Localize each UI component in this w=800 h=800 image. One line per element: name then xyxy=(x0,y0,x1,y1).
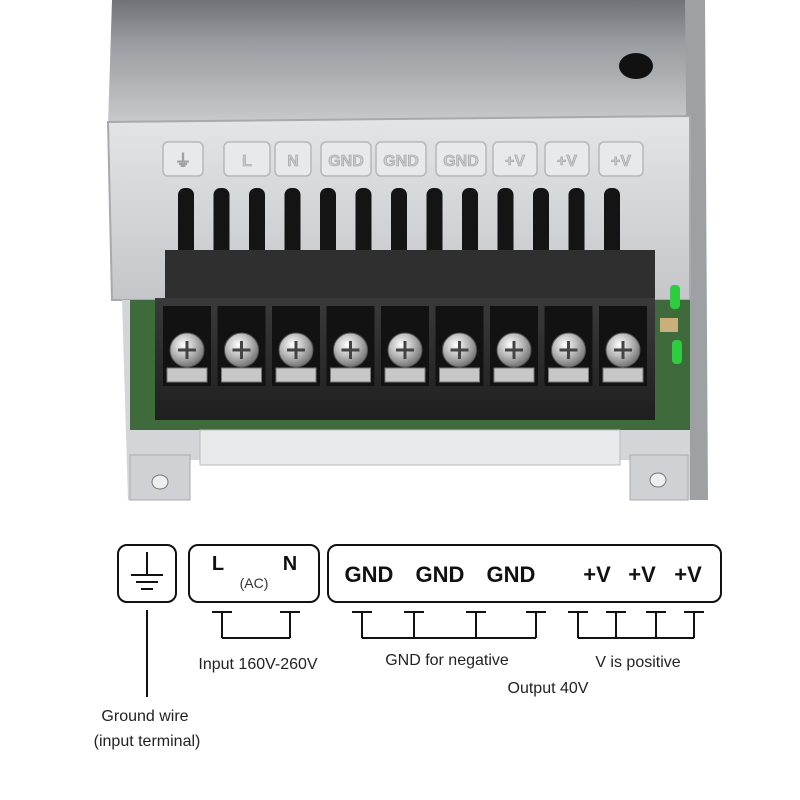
input-ac-label: (AC) xyxy=(240,575,269,591)
embossed-label: +V xyxy=(557,153,577,170)
embossed-label: L xyxy=(242,153,252,170)
left-foot-hole xyxy=(151,474,169,490)
right-foot-hole xyxy=(649,472,667,488)
trim-pot xyxy=(660,318,678,332)
gnd-caption: GND for negative xyxy=(385,652,509,669)
ground-caption-line1: Ground wire xyxy=(101,708,188,725)
embossed-label: GND xyxy=(443,153,479,170)
embossed-label-plate xyxy=(598,141,644,177)
embossed-label: GND xyxy=(328,153,364,170)
ground-terminal-box xyxy=(117,544,177,603)
diagram-labels: L N (AC) GND GND GND +V +V +V Input 160V… xyxy=(94,553,702,750)
mounting-hole xyxy=(619,53,653,79)
terminal-screws xyxy=(163,306,647,386)
led-2 xyxy=(672,340,682,364)
output-terminal-box xyxy=(327,544,722,603)
casing-top xyxy=(108,0,690,125)
output-pos-label-3: +V xyxy=(674,562,702,587)
terminal-clamp xyxy=(275,367,317,383)
positive-caption: V is positive xyxy=(595,654,680,671)
embossed-label-plate xyxy=(544,141,590,177)
ground-caption-line2: (input terminal) xyxy=(94,733,201,750)
output-caption: Output 40V xyxy=(508,680,589,697)
input-n-label: N xyxy=(283,553,297,575)
output-pos-label-2: +V xyxy=(628,562,656,587)
embossed-label: N xyxy=(287,153,299,170)
positive-bracket xyxy=(568,611,704,639)
output-gnd-label-1: GND xyxy=(345,562,394,587)
embossed-label-plate xyxy=(223,141,271,177)
terminal-clamp xyxy=(439,367,480,383)
terminal-clamp xyxy=(548,367,589,383)
input-bracket xyxy=(212,611,300,639)
input-terminal-box xyxy=(188,544,320,603)
terminal-clamp xyxy=(384,367,426,383)
embossed-label-plate xyxy=(375,141,427,177)
input-range-caption: Input 160V-260V xyxy=(198,656,318,673)
output-pos-label-1: +V xyxy=(583,562,611,587)
terminal-clamp xyxy=(493,367,535,383)
embossed-label: GND xyxy=(383,153,419,170)
embossed-label: ⏚ xyxy=(175,152,191,170)
led-1 xyxy=(670,285,680,309)
terminal-block-top xyxy=(165,250,655,300)
device-photo: ⏚ L N GND GND GND +V +V +V xyxy=(106,0,708,501)
embossed-label-plate xyxy=(320,141,372,177)
input-l-label: L xyxy=(212,553,224,575)
casing-lip xyxy=(199,429,621,466)
terminal-clamp xyxy=(330,367,371,383)
embossed-label-plate xyxy=(274,141,312,177)
embossed-label-plate xyxy=(435,141,487,177)
gnd-bracket xyxy=(352,611,546,639)
wiring-diagram xyxy=(117,544,722,697)
earth-ground-icon xyxy=(131,552,163,590)
output-gnd-label-2: GND xyxy=(416,562,465,587)
embossed-label-row: ⏚ L N GND GND GND +V +V +V xyxy=(162,141,644,177)
terminal-clamp xyxy=(166,367,208,383)
embossed-label-plate xyxy=(162,141,204,177)
embossed-label-plate xyxy=(492,141,538,177)
output-gnd-label-3: GND xyxy=(487,562,536,587)
embossed-label: +V xyxy=(611,153,631,170)
embossed-label: +V xyxy=(505,153,525,170)
terminal-clamp xyxy=(602,367,644,383)
terminal-clamp xyxy=(221,367,262,383)
